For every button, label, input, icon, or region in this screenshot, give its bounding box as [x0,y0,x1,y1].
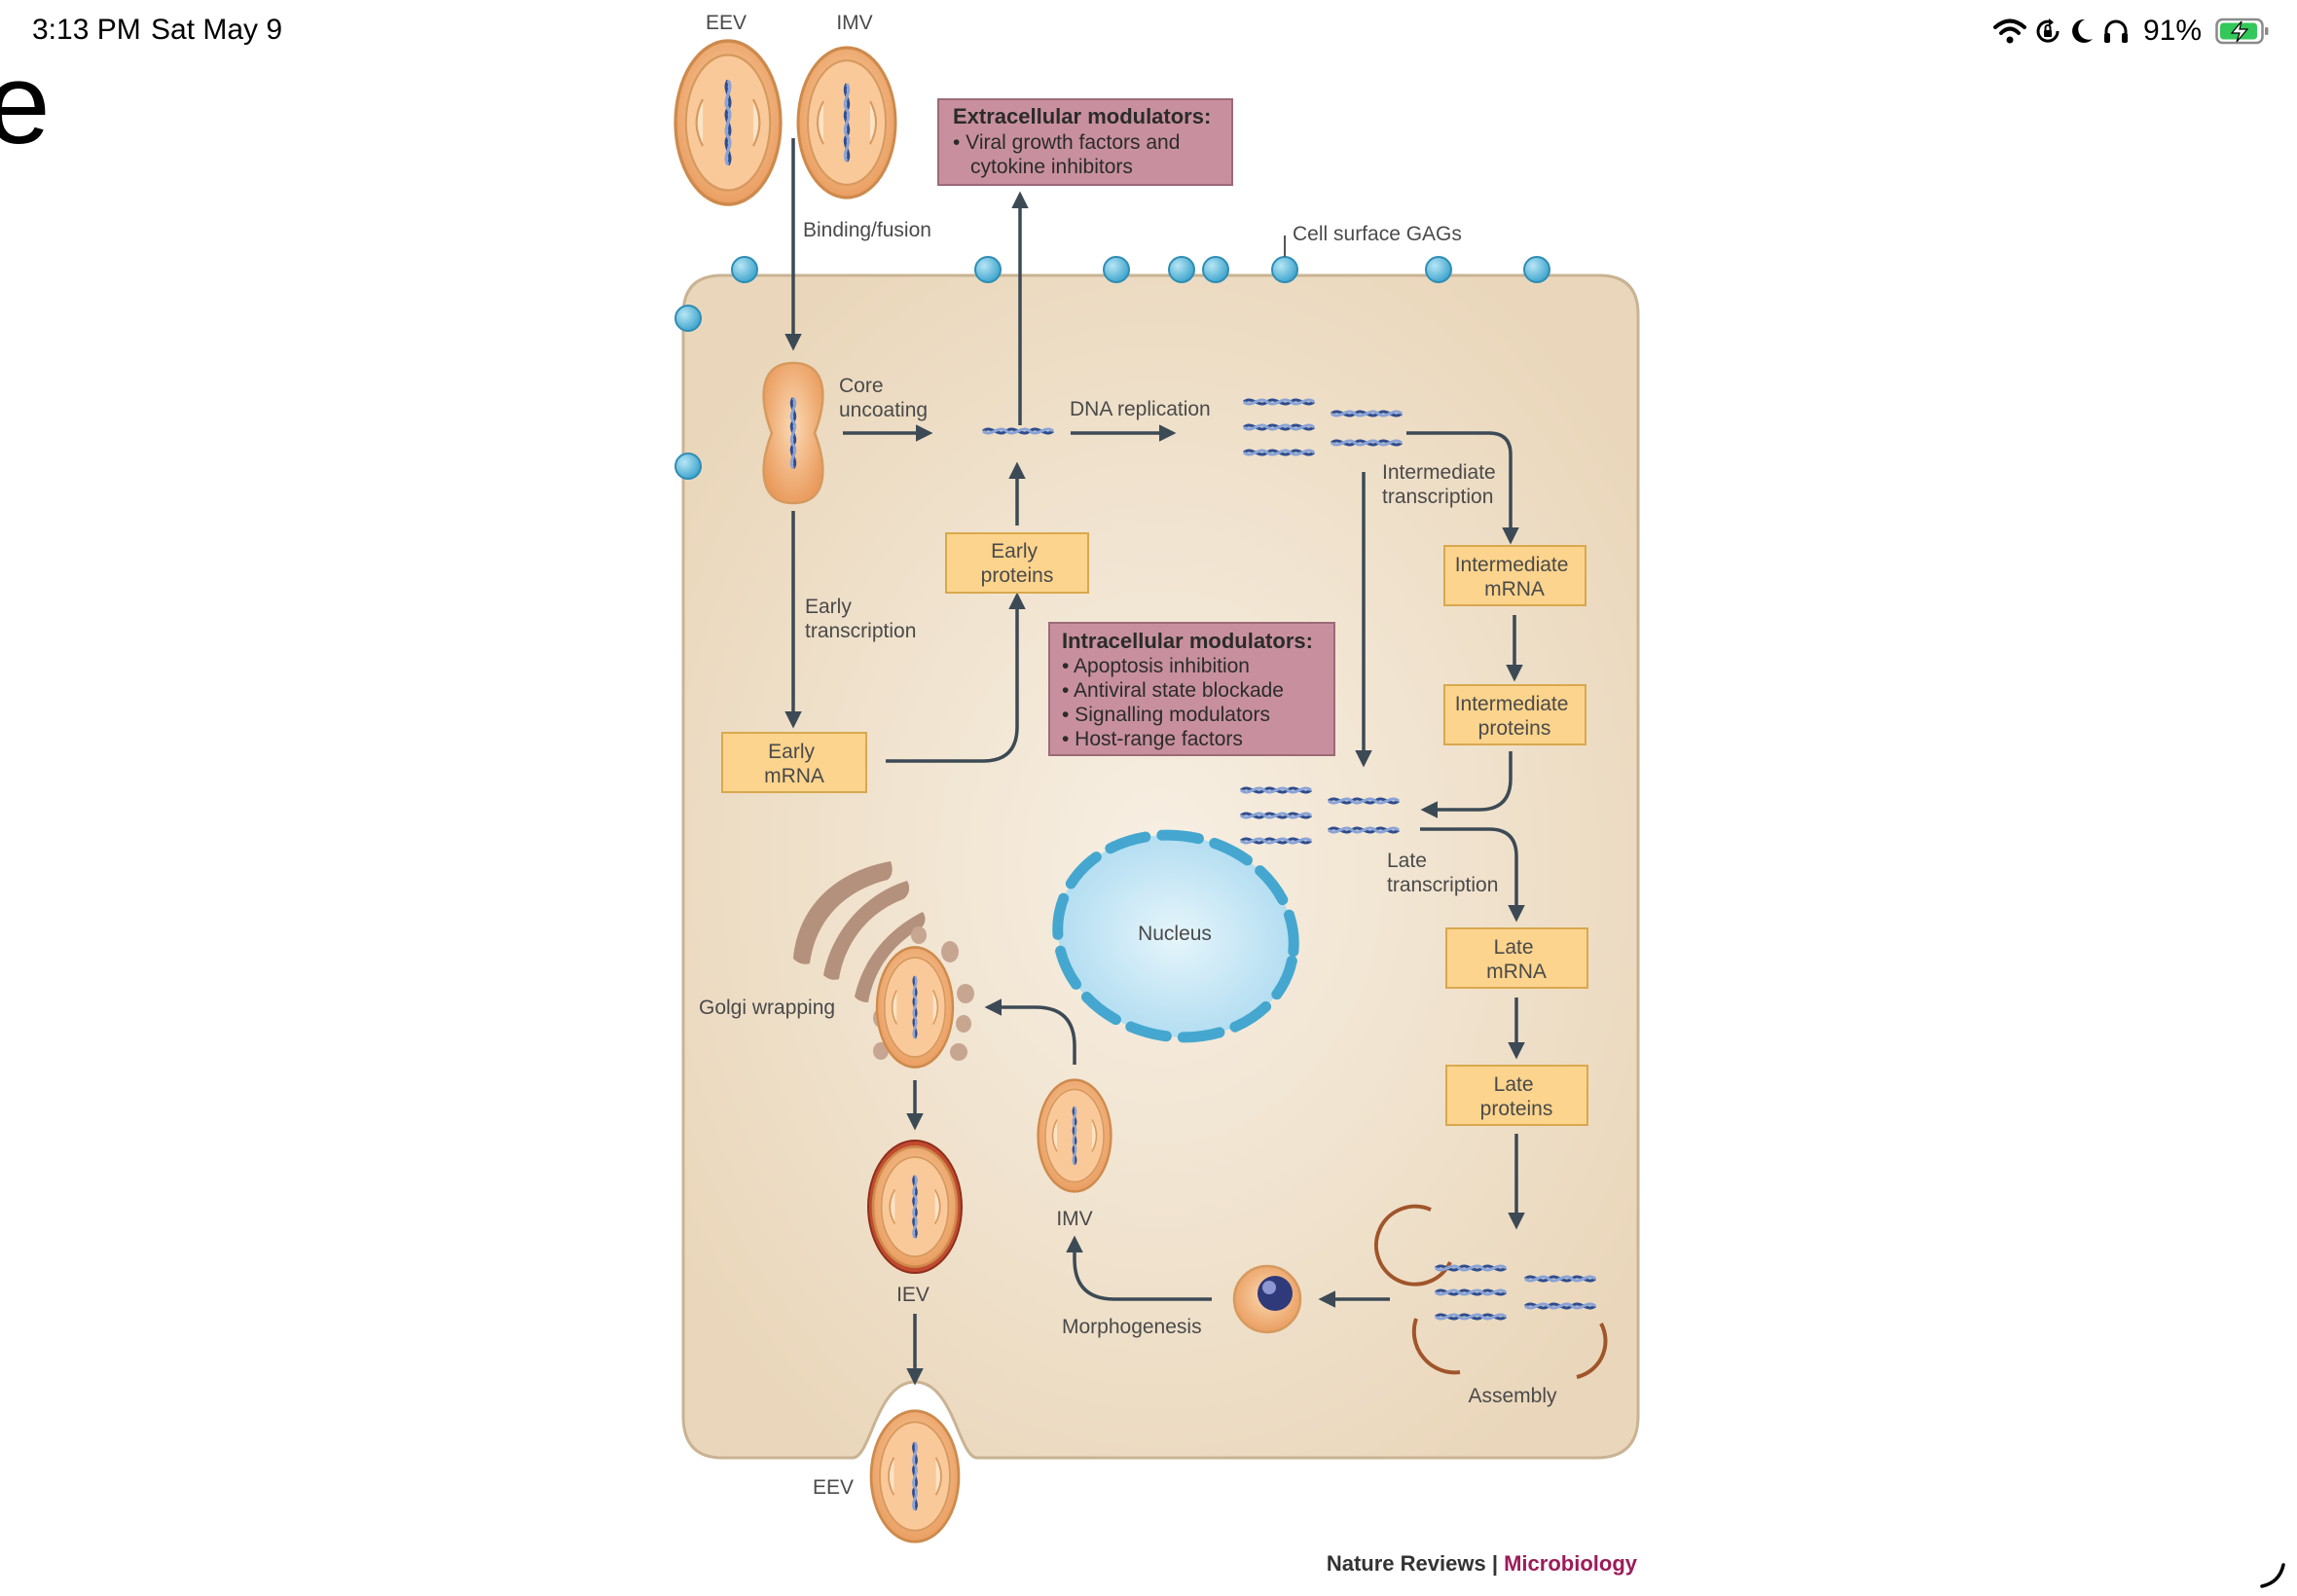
intracellular-modulators-list: • Apoptosis inhibition • Antiviral state… [1062,655,1290,750]
extracellular-modulators-item: • Viral growth factors and cytokine inhi… [953,131,1185,178]
intermediate-mrna-label: Intermediate mRNA [1455,554,1575,600]
intermediate-proteins-label: Intermediate proteins [1455,693,1575,740]
iev-virion [867,1140,963,1274]
early-proteins-label: Early proteins [981,540,1054,587]
golgi-wrapped-virion [877,947,953,1067]
eev-virion-top [675,41,781,204]
figure-credit: Nature Reviews | Microbiology [1327,1551,1638,1576]
intermediate-mrna-box [1443,545,1586,606]
early-mrna-label: Early mRNA [764,741,824,787]
corner-scroll-indicator [2260,1563,2285,1588]
label-imv-mid: IMV [1056,1208,1092,1230]
intermediate-proteins-box [1443,684,1586,745]
moon-icon [2072,18,2093,43]
label-intermediate-transcription: Intermediate transcription [1382,461,1502,508]
label-iev: IEV [896,1284,930,1306]
late-mrna-label: Late mRNA [1486,936,1547,983]
label-golgi-wrapping: Golgi wrapping [699,997,835,1019]
wifi-icon [1992,18,2026,44]
label-eev-bottom: EEV [813,1476,854,1499]
assembly-crescents [1373,1204,1608,1379]
late-mrna-box [1445,927,1588,989]
immature-virion [1232,1264,1302,1334]
imv-virion-top [798,48,895,198]
nucleus [1052,829,1299,1043]
golgi-apparatus [793,861,926,1002]
battery-percent: 91% [2142,15,2202,47]
status-bar: 3:13 PM Sat May 9 91% [0,0,2297,62]
early-mrna-box [721,732,867,793]
label-assembly: Assembly [1468,1385,1557,1407]
intracellular-modulators-title: Intracellular modulators: [1062,629,1313,653]
imv-virion-mid [1039,1080,1112,1192]
label-early-transcription: Early transcription [805,596,916,642]
label-core-uncoating: Core uncoating [839,375,928,421]
viral-core [762,361,824,505]
label-morphogenesis: Morphogenesis [1062,1316,1202,1338]
label-late-transcription: Late transcription [1387,850,1498,896]
label-dna-replication: DNA replication [1070,398,1211,420]
late-proteins-box [1445,1065,1588,1126]
label-cell-surface-gags: Cell surface GAGs [1293,223,1462,245]
early-proteins-box [945,532,1089,594]
extracellular-modulators-title: Extracellular modulators: [953,104,1211,128]
intracellular-modulators-box [1048,622,1335,756]
orientation-lock-icon [2036,18,2060,43]
status-time: 3:13 PM [32,14,141,46]
status-date: Sat May 9 [151,14,283,46]
late-proteins-label: Late proteins [1480,1073,1553,1120]
label-binding-fusion: Binding/fusion [803,219,931,241]
extracellular-modulators-box [937,98,1233,186]
label-eev-top: EEV [706,12,747,34]
label-nucleus: Nucleus [1138,923,1212,945]
slide-text-fragment: e [0,40,51,168]
battery-charging-icon [2215,18,2269,45]
headphones-icon [2103,19,2128,43]
eev-virion-bottom [871,1411,959,1542]
dna-genome [981,427,1055,435]
status-icons: 91% [1992,12,2270,51]
label-imv-top: IMV [836,12,872,34]
